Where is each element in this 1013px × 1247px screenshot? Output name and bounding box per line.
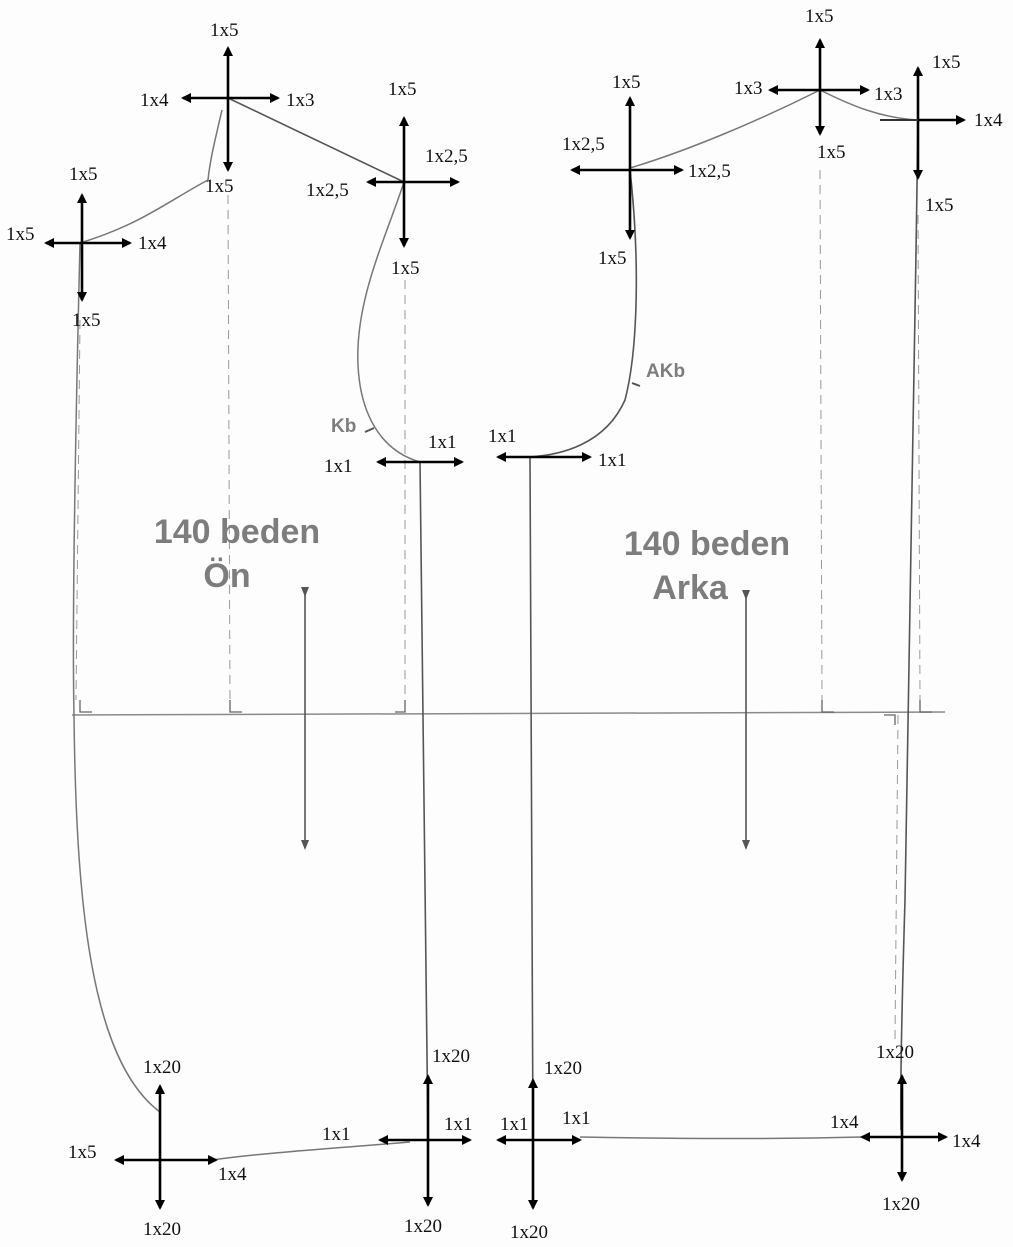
label-down: 1x20 <box>510 1222 548 1243</box>
label-left: 1x5 <box>68 1142 97 1163</box>
label-up: 1x5 <box>388 79 417 100</box>
label-right: 1x4 <box>138 233 167 254</box>
label-left: 1x4 <box>830 1112 859 1133</box>
label-up: 1x5 <box>932 52 961 73</box>
back-center-neck-point: 1x5 1x4 1x5 <box>880 52 1003 216</box>
label-left: 1x1 <box>324 456 353 477</box>
corner-mark <box>821 700 834 713</box>
notch-mark <box>631 382 641 387</box>
back-underarm-point: 1x1 1x1 <box>488 426 627 471</box>
front-center-line <box>72 242 161 1113</box>
front-hem-center-point: 1x20 1x5 1x4 1x20 <box>68 1057 247 1240</box>
front-shoulder-line <box>227 97 405 183</box>
label-down: 1x5 <box>925 195 954 216</box>
back-guide-2 <box>917 214 921 701</box>
back-shoulder-point: 1x5 1x2,5 1x2,5 1x5 <box>562 72 731 269</box>
front-guide-2 <box>227 194 231 706</box>
front-neckline <box>79 179 209 244</box>
notch-mark <box>364 427 375 433</box>
label-left: 1x5 <box>6 224 35 245</box>
front-title-line1: 140 beden <box>154 513 320 551</box>
front-side-seam <box>419 461 429 1141</box>
label-left: 1x4 <box>140 90 169 111</box>
back-shoulder-line <box>629 89 821 169</box>
label-right: 1x1 <box>598 450 627 471</box>
back-title-line2: Arka <box>652 569 729 607</box>
front-panel-outline <box>72 97 429 1161</box>
label-left: 1x2,5 <box>562 134 605 155</box>
back-center-line <box>899 119 919 1131</box>
label-down: 1x5 <box>391 258 420 279</box>
label-right: 1x2,5 <box>425 146 468 167</box>
label-right: 1x3 <box>286 90 315 111</box>
label-right: 1x1 <box>562 1108 591 1129</box>
label-up: 1x20 <box>876 1042 914 1063</box>
label-right: 1x3 <box>874 84 903 105</box>
front-guide-1 <box>75 319 81 701</box>
label-up: 1x5 <box>210 20 239 41</box>
label-up: 1x5 <box>805 6 834 27</box>
front-shoulder-point: 1x5 1x2,5 1x2,5 1x5 <box>306 79 468 279</box>
label-down: 1x5 <box>598 248 627 269</box>
back-neckline <box>819 89 919 121</box>
label-right: 1x4 <box>952 1131 981 1152</box>
label-up: 1x5 <box>69 164 98 185</box>
label-up: 1x20 <box>143 1057 181 1078</box>
front-title-line2: Ön <box>203 557 250 595</box>
front-neck-join <box>207 109 223 181</box>
front-neck-point: 1x5 1x4 1x3 1x5 <box>140 20 315 197</box>
label-down: 1x20 <box>404 1216 442 1237</box>
label-right: 1x1 <box>444 1114 473 1135</box>
front-armhole-mark: Kb <box>331 416 356 437</box>
label-down: 1x5 <box>205 176 234 197</box>
label-left: 1x1 <box>500 1114 529 1135</box>
back-neck-point: 1x5 1x3 1x3 1x5 <box>734 6 903 163</box>
label-right: 1x1 <box>428 432 457 453</box>
label-up: 1x20 <box>432 1046 470 1067</box>
front-hem <box>211 1141 411 1161</box>
back-hem-side-point: 1x20 1x1 1x1 1x20 <box>496 1058 591 1243</box>
front-hem-side-point: 1x20 1x1 1x1 1x20 <box>322 1046 473 1237</box>
front-armhole <box>357 181 421 463</box>
label-left: 1x3 <box>734 78 763 99</box>
back-hem-center-point: 1x20 1x4 1x4 1x20 <box>830 1042 981 1215</box>
corner-mark <box>395 700 406 713</box>
label-right: 1x2,5 <box>688 161 731 182</box>
back-hem <box>579 1136 863 1140</box>
back-armhole-mark: AKb <box>646 361 685 382</box>
back-guide-1 <box>819 169 823 701</box>
label-down: 1x20 <box>143 1219 181 1240</box>
back-armhole <box>529 169 638 458</box>
chest-baseline <box>71 711 946 716</box>
corner-mark <box>229 700 242 713</box>
corner-mark <box>919 700 932 713</box>
label-left: 1x2,5 <box>306 180 349 201</box>
label-down: 1x20 <box>882 1194 920 1215</box>
label-left: 1x1 <box>488 426 517 447</box>
label-left: 1x1 <box>322 1124 351 1145</box>
label-right: 1x4 <box>974 110 1003 131</box>
corner-mark <box>884 714 896 725</box>
label-up: 1x20 <box>544 1058 582 1079</box>
label-down: 1x5 <box>72 310 101 331</box>
label-up: 1x5 <box>612 72 641 93</box>
back-panel-outline <box>529 89 919 1141</box>
back-title-line1: 140 beden <box>624 525 790 563</box>
label-down: 1x5 <box>817 142 846 163</box>
back-guide-3 <box>894 714 899 1041</box>
front-center-neck-point: 1x5 1x5 1x4 1x5 <box>6 164 167 331</box>
back-side-seam <box>529 456 534 1141</box>
front-underarm-point: 1x1 1x1 <box>324 432 464 477</box>
corner-mark <box>79 700 92 713</box>
label-right: 1x4 <box>218 1164 247 1185</box>
